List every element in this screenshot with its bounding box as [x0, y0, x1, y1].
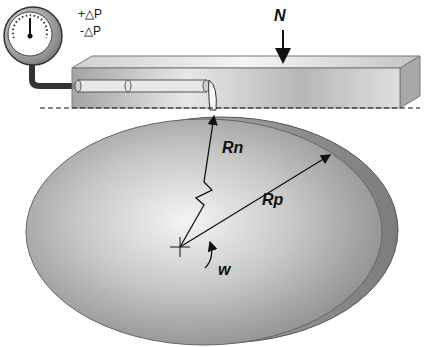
radius-label: Rn	[222, 140, 243, 156]
speed-label: w	[218, 262, 230, 278]
radius-label: Rp	[262, 192, 283, 208]
load-label: N	[274, 8, 286, 24]
pressure-label: -△P	[80, 25, 101, 37]
pressure-label: +△P	[78, 8, 102, 20]
